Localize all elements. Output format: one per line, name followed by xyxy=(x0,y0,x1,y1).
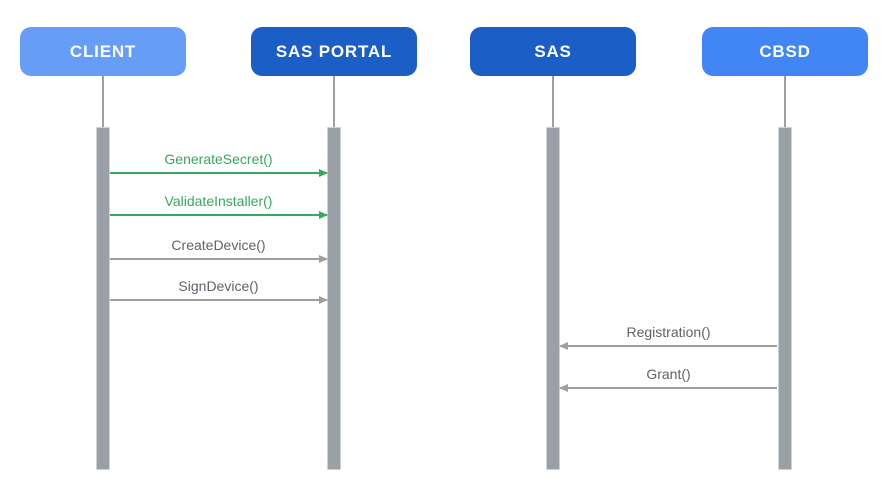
arrow-line xyxy=(559,341,777,350)
activation-bar-sas-portal xyxy=(327,127,341,470)
lifeline-client xyxy=(102,76,104,127)
activation-bar-cbsd xyxy=(778,127,792,470)
message-generate-secret: GenerateSecret() xyxy=(110,151,328,177)
message-grant: Grant() xyxy=(559,366,777,392)
lifeline-sas xyxy=(552,76,554,127)
arrow-left-icon xyxy=(559,383,568,392)
message-label: Registration() xyxy=(626,324,711,340)
arrow-right-icon xyxy=(319,169,328,177)
message-label: Grant() xyxy=(646,366,691,382)
message-label: SignDevice() xyxy=(178,278,259,294)
arrow-line xyxy=(110,254,328,263)
message-create-device: CreateDevice() xyxy=(110,237,328,263)
lifeline-cbsd xyxy=(784,76,786,127)
arrow-line xyxy=(110,295,328,304)
actor-box-cbsd: CBSD xyxy=(702,27,868,76)
message-label: ValidateInstaller() xyxy=(164,193,273,209)
actor-box-sas: SAS xyxy=(470,27,636,76)
activation-bar-sas xyxy=(546,127,560,470)
arrow-line xyxy=(110,169,328,177)
message-sign-device: SignDevice() xyxy=(110,278,328,304)
arrow-right-icon xyxy=(319,295,328,304)
arrow-left-icon xyxy=(559,341,568,350)
lifeline-sas-portal xyxy=(333,76,335,127)
arrow-right-icon xyxy=(319,254,328,263)
arrow-line xyxy=(559,383,777,392)
actor-box-client: CLIENT xyxy=(20,27,186,76)
activation-bar-client xyxy=(96,127,110,470)
actor-box-sas-portal: SAS PORTAL xyxy=(251,27,417,76)
message-validate-installer: ValidateInstaller() xyxy=(110,193,328,219)
arrow-right-icon xyxy=(319,211,328,219)
message-label: GenerateSecret() xyxy=(164,151,273,167)
message-label: CreateDevice() xyxy=(171,237,266,253)
arrow-line xyxy=(110,211,328,219)
message-registration: Registration() xyxy=(559,324,777,350)
